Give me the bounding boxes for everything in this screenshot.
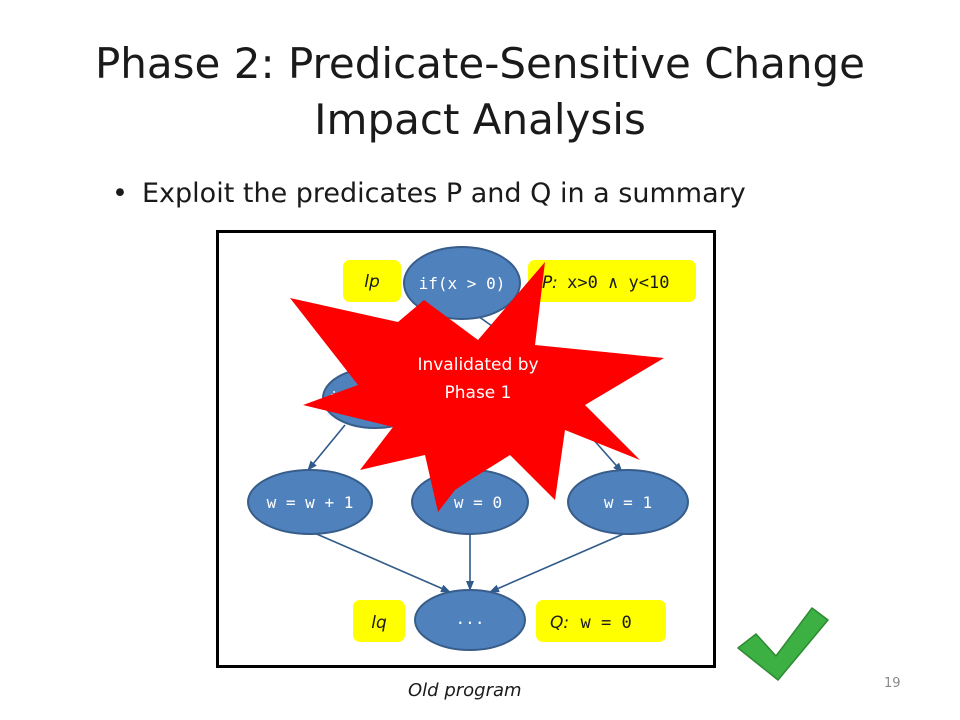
- starburst-icon: [290, 262, 664, 512]
- label-lp: lp: [364, 272, 380, 292]
- bullet-dot-icon: •: [112, 178, 128, 209]
- label-q-expr: w = 0: [581, 613, 632, 633]
- edge-middle-to-left: [307, 424, 346, 471]
- diagram-caption: Old program: [408, 680, 522, 701]
- starburst-text-line-1: Invalidated by: [417, 355, 538, 375]
- bullet-text: Exploit the predicates P and Q in a summ…: [142, 178, 746, 209]
- node-center-label: w = 0: [454, 493, 502, 512]
- node-right-label: w = 1: [604, 493, 652, 512]
- bullet-item: • Exploit the predicates P and Q in a sum…: [112, 178, 746, 209]
- node-left-label: w = w + 1: [267, 493, 354, 512]
- checkmark-icon: [737, 607, 829, 681]
- label-q: Q: w = 0: [550, 613, 632, 633]
- node-right: [567, 469, 689, 535]
- title-line-1: Phase 2: Predicate-Sensitive Change: [94, 39, 866, 88]
- node-bottom-label: ...: [456, 609, 485, 628]
- label-p-expr: x>0 ∧ y<10: [567, 273, 669, 293]
- starburst-text-line-2: Phase 1: [445, 383, 512, 403]
- edge-right-to-bottom: [489, 531, 629, 593]
- title-line-2: Impact Analysis: [314, 95, 646, 144]
- label-lq: lq: [371, 613, 387, 633]
- label-p: P: x>0 ∧ y<10: [542, 273, 669, 293]
- node-bottom: [414, 589, 526, 651]
- page-number: 19: [884, 676, 901, 691]
- label-box-p: [528, 260, 696, 302]
- label-box-lp: [343, 260, 401, 302]
- edge-left-to-bottom: [311, 531, 451, 593]
- slide-title: Phase 2: Predicate-Sensitive Change Impa…: [40, 36, 920, 148]
- label-box-q: [536, 600, 666, 642]
- label-p-prefix: P:: [542, 273, 558, 293]
- node-top-label: if(x > 0): [419, 274, 506, 293]
- diagram-frame: [216, 230, 716, 668]
- node-left: [247, 469, 373, 535]
- node-top: [403, 246, 521, 320]
- label-q-prefix: Q:: [550, 613, 569, 633]
- label-box-lq: [353, 600, 405, 642]
